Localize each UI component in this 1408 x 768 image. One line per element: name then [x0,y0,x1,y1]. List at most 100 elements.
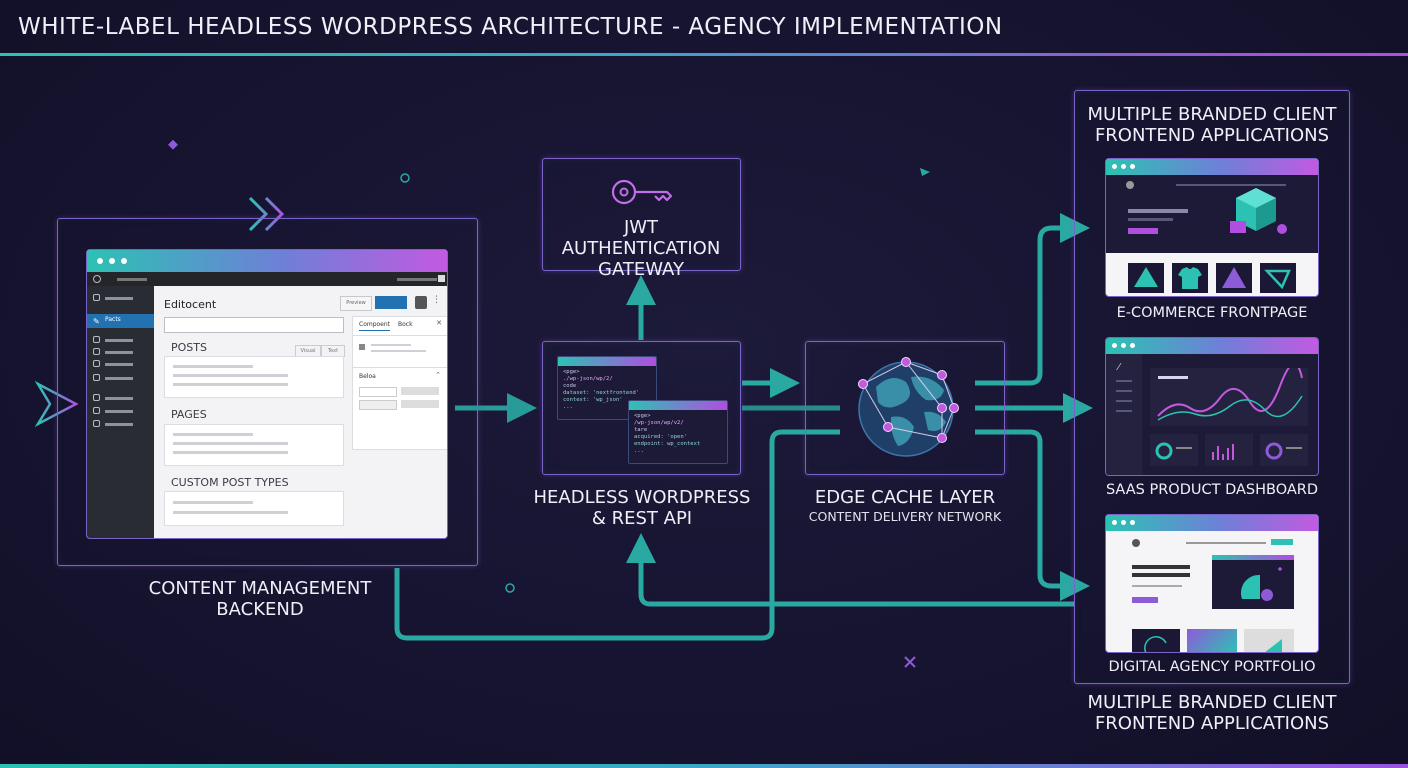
admin-bar-filler [117,278,147,281]
saas-widget [1205,434,1253,466]
app-portfolio-window[interactable] [1105,514,1319,653]
product-tile[interactable] [1128,263,1164,293]
code-line: ./wp-json/wp/2/ [563,376,613,382]
publish-button[interactable] [375,296,407,309]
saas-chart-panel [1150,368,1308,426]
sidebar-item-active-label: Pacts [105,316,121,323]
code-line: /wp-json/wp/v2/ [634,420,684,426]
title-input[interactable] [164,317,344,333]
frontends-header-line1: MULTIPLE BRANDED CLIENT [1087,104,1337,125]
ecommerce-titlebar [1106,159,1318,175]
bar-icon [1212,444,1234,460]
decor-diamond [168,139,178,150]
backend-label-line2: BACKEND [216,599,304,620]
preview-button[interactable]: Preview [340,296,372,311]
pages-card[interactable] [164,424,344,466]
sidebar-item-filler [105,363,133,366]
code-line: dataset: 'nextfrontend' [563,390,640,396]
window-dot [1112,343,1117,348]
product-tile[interactable] [1260,263,1296,293]
editor-title: Editocent [164,298,217,311]
tab-block[interactable]: Bock [398,321,413,328]
api-label: HEADLESS WORDPRESS & REST API [522,487,762,529]
line-chart-graphic [1157,368,1303,421]
sidebar-item-settings[interactable] [93,420,143,430]
portfolio-body-line [1132,585,1182,587]
edge-cache-box [805,341,1005,475]
api-label-line1: HEADLESS WORDPRESS [533,487,751,508]
app-ecommerce-window[interactable] [1105,158,1319,297]
window-dot [1121,343,1126,348]
sidebar-item-tools[interactable] [93,394,143,404]
code-line: context: 'wp_json' [563,397,623,403]
portfolio-tile[interactable] [1244,629,1294,652]
ecommerce-subline [1128,218,1173,221]
placeholder-line [1116,390,1132,392]
cms-window-titlebar [87,250,447,272]
window-dot [1130,164,1135,169]
sidebar-item-dashboard[interactable] [93,294,143,304]
sidebar-item-plugins[interactable] [93,407,143,417]
sidebar-item-filler [105,339,133,342]
media-icon [93,348,100,355]
code-line: tare [634,427,648,433]
field-input[interactable] [401,387,439,395]
more-options-icon[interactable]: ⋮ [432,295,441,305]
chevron-up-icon[interactable]: ⌃ [435,371,441,379]
key-icon [611,179,673,205]
code-window-2: <pge> /wp-json/wp/v2/ tare acquired: 'op… [628,400,728,464]
sidebar-item-media[interactable] [93,348,143,358]
product-tile[interactable] [1172,263,1208,293]
product-tile[interactable] [1216,263,1252,293]
ecommerce-cta-button[interactable] [1128,228,1158,234]
saas-widget [1260,434,1308,466]
admin-avatar[interactable] [438,275,445,282]
cache-label: EDGE CACHE LAYER [814,487,996,508]
sidebar-item-comments[interactable] [93,374,143,384]
donut-icon [1265,442,1302,460]
field-input[interactable] [359,387,397,397]
code-line: <pge> [563,369,580,375]
window-dot [121,258,127,264]
code-line: acquired: 'open' [634,434,687,440]
code-line: endpoint: wp_context [634,441,701,447]
posts-card[interactable] [164,356,344,398]
backend-label: CONTENT MANAGEMENT BACKEND [130,578,390,620]
dashboard-icon [93,294,100,301]
decor-spark-2 [904,656,916,668]
field-input[interactable] [401,400,439,408]
tab-component[interactable]: Compoent [359,321,391,331]
custom-post-types-card[interactable] [164,491,344,526]
app-saas-window[interactable]: ⁄ [1105,337,1319,476]
user-icon [93,336,100,343]
saas-sidebar: ⁄ [1106,354,1142,475]
placeholder-line [173,433,253,436]
abstract-shape-icon [1240,567,1282,601]
saas-widget [1150,434,1198,466]
portfolio-tile[interactable] [1187,629,1237,652]
portfolio-cta[interactable] [1271,539,1293,545]
chevron-decor-top [248,196,285,232]
placeholder-line [173,451,288,454]
app-saas-label: SAAS PRODUCT DASHBOARD [1105,482,1319,498]
window-dot [1112,164,1117,169]
close-icon[interactable]: ✕ [436,319,442,327]
field-input[interactable] [359,400,397,410]
shape-icon [1264,269,1291,290]
cms-admin-bar [87,272,447,286]
arrow-cache-to-ecommerce [975,213,1090,386]
portfolio-tile[interactable] [1132,629,1180,652]
portfolio-button[interactable] [1132,597,1158,603]
placeholder-line [173,501,253,504]
saas-logo-icon: ⁄ [1118,362,1120,373]
sidebar-item-active[interactable]: ✎ Pacts [87,314,154,328]
app-portfolio-label: DIGITAL AGENCY PORTFOLIO [1108,659,1316,675]
frontends-footer-line1: MULTIPLE BRANDED CLIENT [1087,692,1337,713]
portfolio-nav-bar [1186,542,1266,544]
sidebar-item-users[interactable] [93,336,143,346]
window-dot [1130,520,1135,525]
sidebar-item-pages[interactable] [93,360,143,370]
settings-toggle-button[interactable] [415,296,427,309]
section-pages: PAGES [171,408,207,421]
